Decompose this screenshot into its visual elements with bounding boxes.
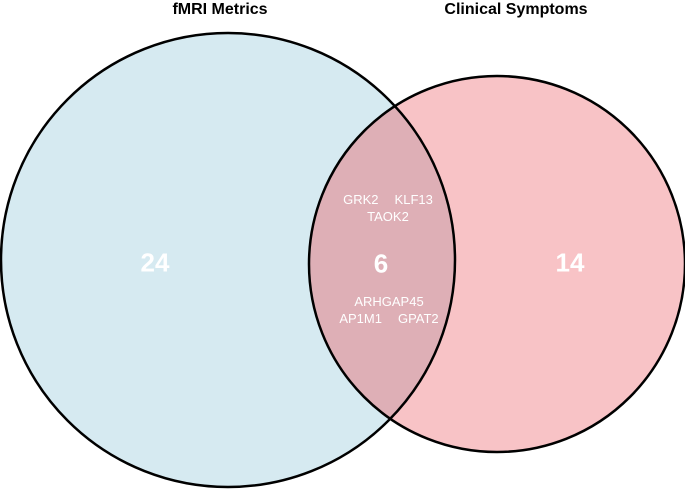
gene-label-ap1m1: AP1M1 (339, 311, 382, 326)
set-label-clinical-symptoms: Clinical Symptoms (444, 1, 588, 18)
fmri-unique-count: 24 (140, 247, 170, 278)
gene-label-klf13: KLF13 (394, 192, 433, 207)
clinical-unique-count: 14 (555, 247, 585, 278)
gene-row: ARHGAP45 (339, 293, 438, 310)
intersection-genes-top: GRK2 KLF13 TAOK2 (343, 191, 433, 225)
intersection-region (309, 76, 455, 452)
gene-row: AP1M1 GPAT2 (339, 310, 438, 327)
gene-row: TAOK2 (343, 208, 433, 225)
intersection-genes-bottom: ARHGAP45 AP1M1 GPAT2 (339, 293, 438, 327)
fmri-circle-outline (0, 31, 457, 489)
intersection-count: 6 (373, 248, 389, 279)
gene-label-arhgap45: ARHGAP45 (354, 294, 424, 309)
gene-label-gpat2: GPAT2 (397, 311, 439, 326)
clinical-circle-outline (307, 74, 685, 454)
gene-label-taok2: TAOK2 (367, 209, 409, 224)
gene-label-grk2: GRK2 (343, 192, 379, 207)
fmri-circle-fill (1, 33, 455, 487)
gene-row: GRK2 KLF13 (343, 191, 433, 208)
set-label-fmri-metrics: fMRI Metrics (172, 1, 268, 18)
